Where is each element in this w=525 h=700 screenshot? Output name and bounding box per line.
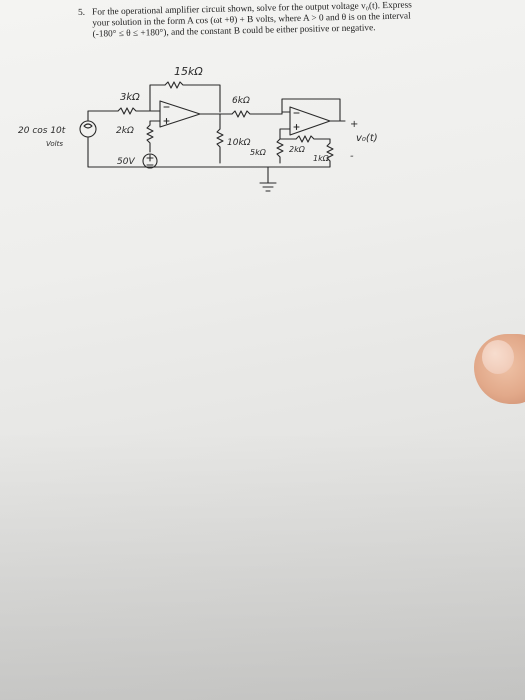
label-source-ac: 20 cos 10t bbox=[18, 126, 66, 136]
label-r2k-out: 2kΩ bbox=[289, 145, 306, 154]
resistor-1k-symbol bbox=[326, 142, 334, 166]
circuit-diagram: 15kΩ 3kΩ 2kΩ 6kΩ 10kΩ 5kΩ 2kΩ 1kΩ 20 cos… bbox=[18, 65, 378, 192]
resistor-15k-symbol bbox=[164, 81, 221, 113]
label-output-minus: - bbox=[350, 151, 354, 162]
ground-symbol bbox=[259, 166, 277, 192]
label-r15k: 15kΩ bbox=[174, 65, 203, 78]
resistor-2k-bias-symbol bbox=[146, 124, 154, 153]
resistor-5k-symbol bbox=[276, 138, 284, 164]
resistor-3k-symbol bbox=[117, 107, 151, 115]
resistor-2k-out-symbol bbox=[295, 135, 331, 144]
label-r1k: 1kΩ bbox=[313, 154, 330, 163]
label-output-plus: + bbox=[350, 119, 358, 130]
label-r6k: 6kΩ bbox=[232, 96, 250, 106]
ac-source-symbol bbox=[79, 120, 97, 138]
op-amp-1-symbol bbox=[159, 100, 201, 128]
label-output: v₀(t) bbox=[356, 133, 378, 144]
thumbnail bbox=[482, 340, 514, 374]
label-source-dc: 50V bbox=[117, 157, 135, 167]
op-amp-2-symbol bbox=[289, 106, 331, 136]
resistor-10k-symbol bbox=[216, 128, 224, 164]
label-r10k: 10kΩ bbox=[227, 138, 251, 148]
resistor-6k-symbol bbox=[231, 110, 283, 118]
label-source-ac-unit: Volts bbox=[46, 140, 63, 148]
problem-number: 5. bbox=[78, 7, 86, 18]
label-r5k: 5kΩ bbox=[250, 148, 267, 157]
label-r2k-bias: 2kΩ bbox=[116, 126, 134, 136]
label-r3k: 3kΩ bbox=[120, 92, 140, 103]
